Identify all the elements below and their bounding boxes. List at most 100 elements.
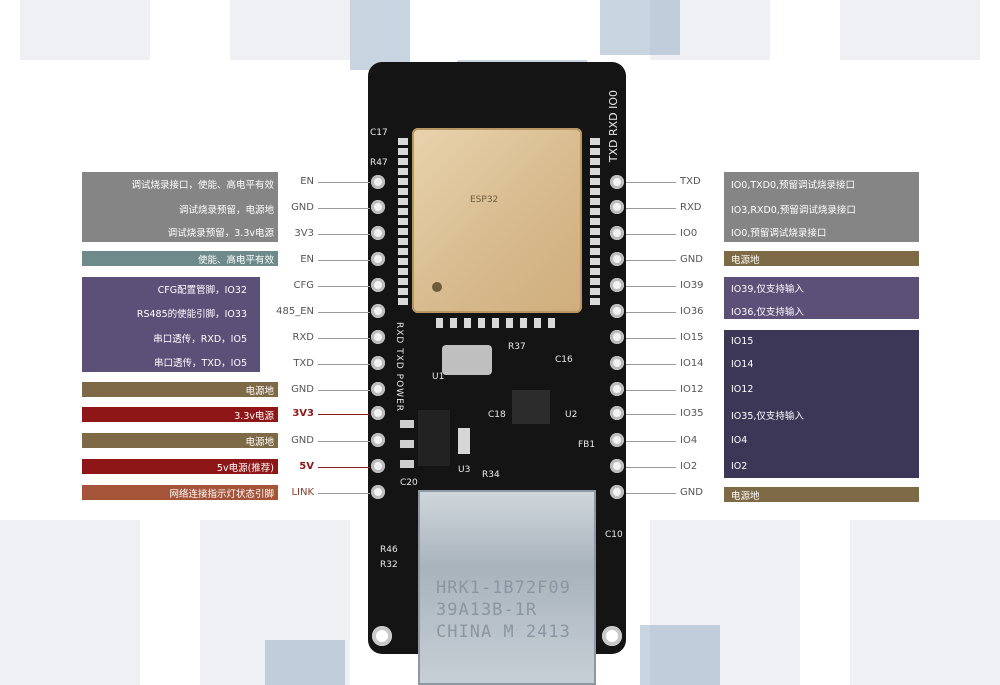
- pin1-marker: [432, 282, 442, 292]
- left-desc-link: [82, 485, 278, 500]
- silk-r34: R34: [482, 470, 500, 480]
- silk-r32: R32: [380, 560, 398, 570]
- desc-text: 3.3v电源: [234, 411, 274, 422]
- pin-label: IO15: [680, 332, 704, 343]
- left-desc-gnd2: [82, 433, 278, 448]
- pin-label: RXD: [680, 202, 702, 213]
- pin-label: IO14: [680, 358, 704, 369]
- desc-text: IO2: [731, 461, 748, 472]
- pin-label: 3V3: [294, 228, 314, 239]
- pin-hole: [610, 485, 624, 499]
- desc-text: IO0,预留调试烧录接口: [731, 228, 827, 239]
- left-desc-group-cfg: [82, 277, 260, 372]
- pin-hole: [610, 406, 624, 420]
- pin-hole: [371, 278, 385, 292]
- desc-text: IO35,仅支持输入: [731, 411, 804, 422]
- silk-u2: U2: [565, 410, 578, 420]
- pin-hole: [371, 252, 385, 266]
- pin-hole: [610, 278, 624, 292]
- pin-hole: [371, 304, 385, 318]
- pin-label: 3V3: [292, 408, 314, 419]
- silk-r37: R37: [508, 342, 526, 352]
- desc-text: 使能、高电平有效: [197, 255, 274, 266]
- pin-label: TXD: [680, 176, 701, 187]
- silk-rxd-txd-power: RXD TXD POWER: [394, 322, 404, 413]
- left-desc-en: [82, 251, 278, 266]
- rj45-marking-3: CHINA M 2413: [436, 622, 571, 642]
- pin-hole: [371, 382, 385, 396]
- desc-text: IO15: [731, 336, 754, 347]
- desc-text: IO36,仅支持输入: [731, 307, 804, 318]
- right-desc-group-io: [724, 330, 919, 478]
- rj45-connector: [418, 490, 596, 685]
- pin-label: CFG: [293, 280, 314, 291]
- pin-label: LINK: [291, 487, 314, 498]
- pin-hole: [610, 304, 624, 318]
- pin-label: RXD: [292, 332, 315, 343]
- left-desc-gnd1: [82, 382, 278, 397]
- silk-r46: R46: [380, 545, 398, 555]
- rj45-marking-1: HRK1-1B72F09: [436, 578, 571, 598]
- desc-text: CFG配置管脚，IO32: [157, 285, 247, 296]
- desc-text: 电源地: [245, 386, 274, 397]
- capacitor: [400, 460, 414, 468]
- mounting-hole: [372, 626, 392, 646]
- pin-label: 5V: [299, 461, 314, 472]
- pin-hole: [371, 200, 385, 214]
- silk-c16: C16: [555, 355, 573, 365]
- pin-label: IO0: [680, 228, 698, 239]
- pin-label: 485_EN: [276, 306, 314, 317]
- desc-text: 网络连接指示灯状态引脚: [169, 489, 274, 500]
- mounting-hole: [602, 626, 622, 646]
- pin-hole: [371, 433, 385, 447]
- silk-u1: U1: [432, 372, 445, 382]
- pin-label: EN: [300, 254, 314, 265]
- pin-label: GND: [291, 384, 314, 395]
- desc-text: RS485的使能引脚，IO33: [136, 309, 247, 320]
- pin-hole: [371, 406, 385, 420]
- pin-label: GND: [680, 487, 703, 498]
- capacitor: [400, 440, 414, 448]
- capacitor: [400, 420, 414, 428]
- pin-hole: [610, 175, 624, 189]
- left-desc-3v3: [82, 407, 278, 422]
- pin-label: IO39: [680, 280, 704, 291]
- crystal: [442, 345, 492, 375]
- pin-hole: [371, 356, 385, 370]
- pin-label: IO2: [680, 461, 698, 472]
- pin-hole: [371, 175, 385, 189]
- silk-txd-rxd-io0: TXD RXD IO0: [607, 90, 620, 163]
- pin-label: GND: [680, 254, 703, 265]
- pin-label: GND: [291, 435, 314, 446]
- desc-text: 调试烧录预留，电源地: [178, 205, 274, 216]
- desc-text: 调试烧录预留，3.3v电源: [167, 228, 274, 239]
- pin-label: IO35: [680, 408, 704, 419]
- silk-c18: C18: [488, 410, 506, 420]
- silk-fb1: FB1: [578, 440, 596, 450]
- pin-hole: [610, 356, 624, 370]
- pin-hole: [610, 433, 624, 447]
- right-desc-group-input: [724, 277, 919, 319]
- silk-c17: C17: [370, 128, 388, 138]
- desc-text: IO4: [731, 435, 748, 446]
- desc-text: 串口透传，TXD，IO5: [154, 358, 247, 369]
- right-desc-gnd1: [724, 251, 919, 266]
- desc-text: 电源地: [245, 437, 274, 448]
- module-logo: ESP32: [470, 195, 499, 205]
- pin-hole: [610, 200, 624, 214]
- pin-label: TXD: [293, 358, 314, 369]
- desc-text: IO39,仅支持输入: [731, 284, 804, 295]
- desc-text: IO14: [731, 359, 754, 370]
- pin-hole: [610, 252, 624, 266]
- desc-text: IO3,RXD0,预留调试烧录接口: [731, 205, 856, 216]
- silk-c20: C20: [400, 478, 418, 488]
- pin-hole: [610, 382, 624, 396]
- right-desc-group-debug: [724, 172, 919, 242]
- pin-label: IO4: [680, 435, 698, 446]
- regulator: [418, 410, 450, 466]
- desc-text: 5v电源(推荐): [216, 463, 274, 474]
- left-desc-5v: [82, 459, 278, 474]
- pin-hole: [371, 330, 385, 344]
- esp32-module-shield: [412, 128, 582, 313]
- desc-text: 调试烧录接口，使能、高电平有效: [131, 180, 274, 191]
